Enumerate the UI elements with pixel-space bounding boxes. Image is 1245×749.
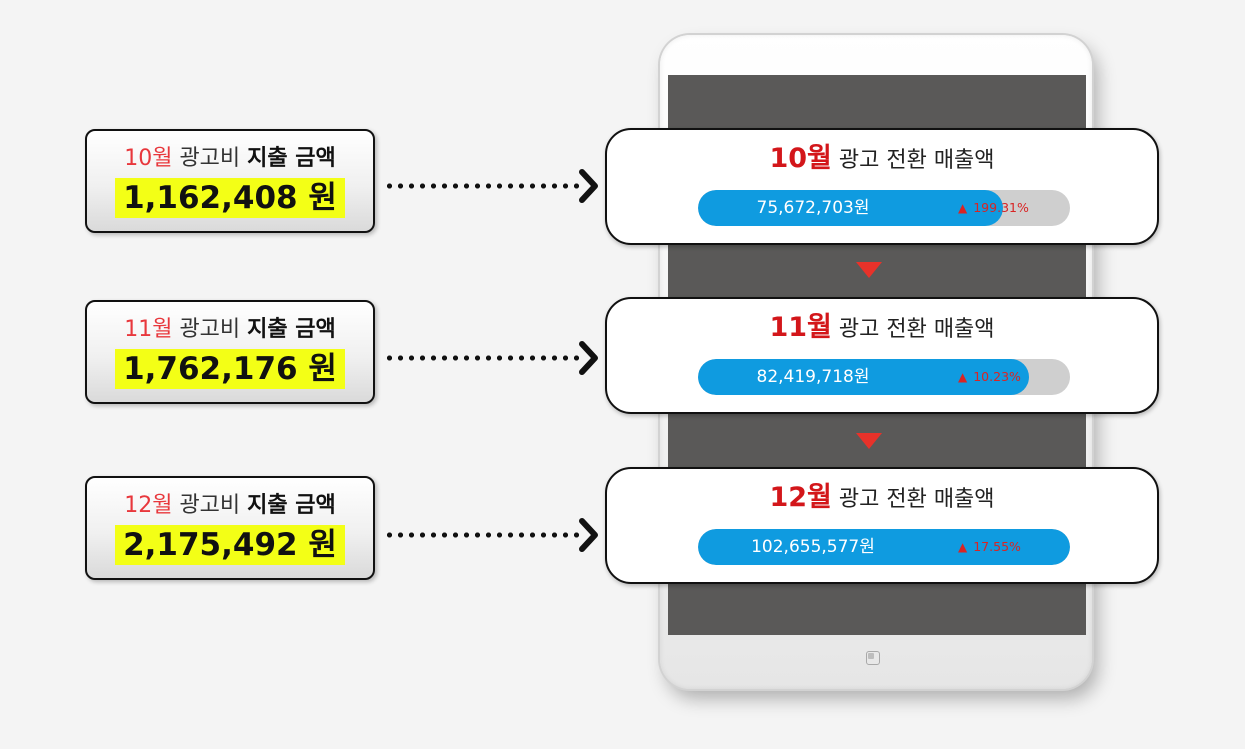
revenue-bar-fill	[698, 359, 1030, 395]
revenue-value: 102,655,577원	[751, 537, 875, 557]
ad-spend-month: 12월	[124, 493, 173, 518]
ad-spend-month: 10월	[124, 146, 173, 171]
ad-spend-box-october: 10월 광고비 지출 금액 1,162,408 원	[85, 129, 375, 233]
home-button-icon	[866, 651, 880, 665]
down-triangle-icon	[856, 433, 882, 449]
revenue-bar-fill	[698, 529, 1070, 565]
revenue-label: 광고 전환 매출액	[838, 148, 995, 173]
revenue-month: 12월	[769, 482, 832, 513]
revenue-change: ▲ 10.23%	[958, 359, 1021, 395]
revenue-value: 75,672,703원	[756, 198, 870, 218]
increase-triangle-icon: ▲	[958, 540, 968, 554]
ad-spend-box-december: 12월 광고비 지출 금액 2,175,492 원	[85, 476, 375, 580]
revenue-change-percent: 199.31%	[973, 200, 1029, 215]
revenue-bar: 102,655,577원 ▲ 17.55%	[698, 529, 1070, 565]
revenue-bar: 82,419,718원 ▲ 10.23%	[698, 359, 1070, 395]
ad-spend-label: 광고비	[179, 146, 241, 171]
revenue-card-october: 10월 광고 전환 매출액 75,672,703원 ▲ 199.31%	[605, 128, 1159, 245]
ad-spend-amount: 1,762,176 원	[115, 349, 345, 389]
revenue-change: ▲ 17.55%	[958, 529, 1021, 565]
chevron-right-icon	[579, 341, 598, 375]
revenue-change: ▲ 199.31%	[958, 190, 1029, 226]
ad-spend-label-strong: 지출 금액	[247, 493, 336, 518]
dotted-connector	[384, 355, 584, 361]
ad-spend-month: 11월	[124, 317, 173, 342]
chevron-right-icon	[579, 169, 598, 203]
increase-triangle-icon: ▲	[958, 370, 968, 384]
revenue-month: 11월	[769, 312, 832, 343]
ad-spend-label-strong: 지출 금액	[247, 146, 336, 171]
revenue-change-percent: 10.23%	[973, 369, 1021, 384]
revenue-card-december: 12월 광고 전환 매출액 102,655,577원 ▲ 17.55%	[605, 467, 1159, 584]
dotted-connector	[384, 532, 584, 538]
revenue-card-november: 11월 광고 전환 매출액 82,419,718원 ▲ 10.23%	[605, 297, 1159, 414]
revenue-month: 10월	[769, 143, 832, 174]
chevron-right-icon	[579, 518, 598, 552]
revenue-title: 12월 광고 전환 매출액	[607, 481, 1157, 517]
ad-spend-label: 광고비	[179, 317, 241, 342]
revenue-value: 82,419,718원	[756, 367, 870, 387]
revenue-title: 10월 광고 전환 매출액	[607, 142, 1157, 178]
revenue-label: 광고 전환 매출액	[838, 317, 995, 342]
ad-spend-label-strong: 지출 금액	[247, 317, 336, 342]
revenue-label: 광고 전환 매출액	[838, 487, 995, 512]
ad-spend-title: 11월 광고비 지출 금액	[87, 316, 373, 344]
increase-triangle-icon: ▲	[958, 201, 968, 215]
ad-spend-box-november: 11월 광고비 지출 금액 1,762,176 원	[85, 300, 375, 404]
ad-spend-amount: 2,175,492 원	[115, 525, 345, 565]
ad-spend-title: 10월 광고비 지출 금액	[87, 145, 373, 173]
ad-spend-amount: 1,162,408 원	[115, 178, 345, 218]
ad-spend-title: 12월 광고비 지출 금액	[87, 492, 373, 520]
dotted-connector	[384, 183, 584, 189]
ad-spend-label: 광고비	[179, 493, 241, 518]
revenue-bar: 75,672,703원 ▲ 199.31%	[698, 190, 1070, 226]
revenue-title: 11월 광고 전환 매출액	[607, 311, 1157, 347]
revenue-bar-fill	[698, 190, 1004, 226]
down-triangle-icon	[856, 262, 882, 278]
revenue-change-percent: 17.55%	[973, 539, 1021, 554]
